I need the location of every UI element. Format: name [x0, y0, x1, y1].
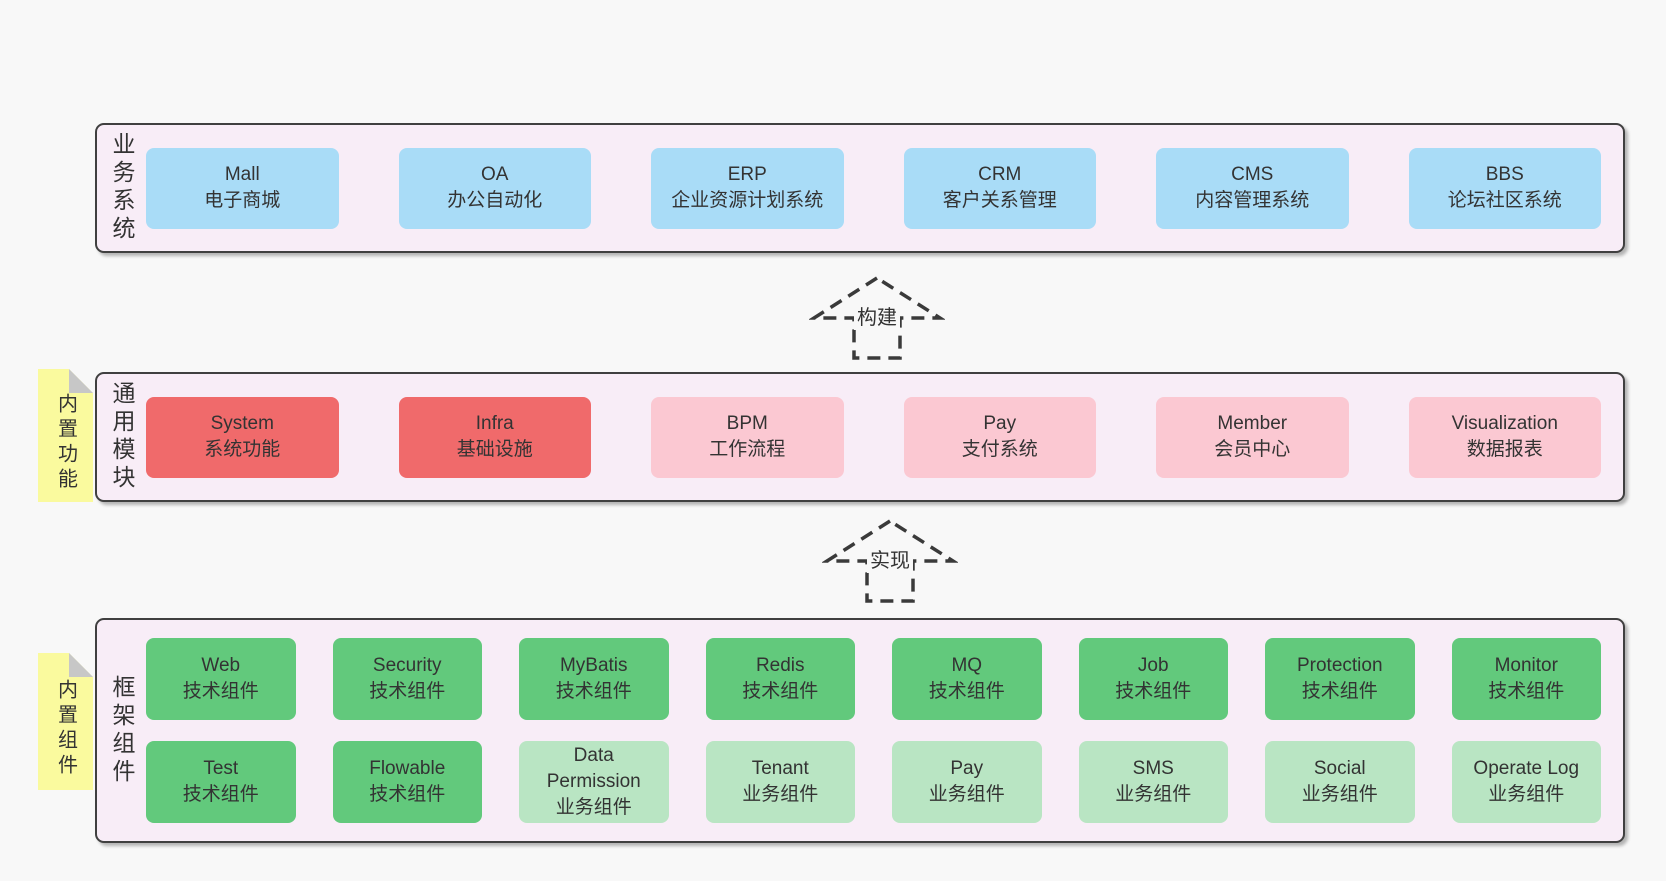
framework-row-1: Web 技术组件 Security 技术组件 MyBatis 技术组件 Redi… [146, 638, 1601, 720]
box-crm: CRM 客户关系管理 [903, 147, 1096, 229]
box-tenant: Tenant 业务组件 [705, 741, 855, 823]
layer-framework-label: 框架组件 [109, 674, 135, 787]
layer-business-label-col: 业务系统 [97, 125, 146, 251]
box-operate-log: Operate Log 业务组件 [1451, 741, 1601, 823]
layer-framework-components: 框架组件 Web 技术组件 Security 技术组件 MyBatis 技术组件… [95, 618, 1625, 843]
layer-common-modules: 通用模块 System 系统功能 Infra 基础设施 BPM 工作流程 Pay… [95, 372, 1625, 502]
layer-business-systems: 业务系统 Mall 电子商城 OA 办公自动化 ERP 企业资源计划系统 CRM… [95, 123, 1625, 253]
box-sms: SMS 业务组件 [1078, 741, 1228, 823]
box-system: System 系统功能 [146, 396, 339, 478]
box-bpm: BPM 工作流程 [651, 396, 844, 478]
layer-modules-label: 通用模块 [109, 381, 135, 493]
arrow-build: 构建 [809, 275, 945, 361]
box-infra: Infra 基础设施 [398, 396, 591, 478]
framework-row-2: Test 技术组件 Flowable 技术组件 Data Permission … [146, 741, 1601, 823]
box-mall: Mall 电子商城 [146, 147, 339, 229]
box-cms: CMS 内容管理系统 [1156, 147, 1349, 229]
box-mq: MQ 技术组件 [892, 638, 1042, 720]
box-social: Social 业务组件 [1265, 741, 1415, 823]
tab-built-in-components: 内置组件 [38, 653, 93, 790]
box-monitor: Monitor 技术组件 [1451, 638, 1601, 720]
box-flowable: Flowable 技术组件 [332, 741, 482, 823]
tab-built-in-features: 内置功能 [38, 369, 93, 502]
box-bbs: BBS 论坛社区系统 [1408, 147, 1601, 229]
box-pay-component: Pay 业务组件 [892, 741, 1042, 823]
arrow-implement-shape [822, 518, 958, 603]
box-mybatis: MyBatis 技术组件 [519, 638, 669, 720]
box-test: Test 技术组件 [146, 741, 296, 823]
layer-business-label: 业务系统 [109, 132, 135, 244]
layer-framework-label-col: 框架组件 [97, 620, 146, 841]
box-protection: Protection 技术组件 [1265, 638, 1415, 720]
business-boxes-row: Mall 电子商城 OA 办公自动化 ERP 企业资源计划系统 CRM 客户关系… [146, 125, 1623, 251]
box-pay: Pay 支付系统 [903, 396, 1096, 478]
framework-rows: Web 技术组件 Security 技术组件 MyBatis 技术组件 Redi… [146, 620, 1623, 841]
arrow-implement-label: 实现 [867, 544, 913, 573]
box-visualization: Visualization 数据报表 [1408, 396, 1601, 478]
layer-modules-label-col: 通用模块 [97, 374, 146, 500]
box-erp: ERP 企业资源计划系统 [651, 147, 844, 229]
tab-built-in-components-label: 内置组件 [54, 678, 77, 779]
box-redis: Redis 技术组件 [705, 638, 855, 720]
box-security: Security 技术组件 [332, 638, 482, 720]
box-member: Member 会员中心 [1156, 396, 1349, 478]
box-oa: OA 办公自动化 [398, 147, 591, 229]
box-web: Web 技术组件 [146, 638, 296, 720]
box-data-permission: Data Permission 业务组件 [519, 741, 669, 823]
arrow-implement: 实现 [822, 518, 958, 604]
arrow-build-label: 构建 [854, 301, 900, 330]
module-boxes-row: System 系统功能 Infra 基础设施 BPM 工作流程 Pay 支付系统… [146, 374, 1623, 500]
tab-built-in-features-label: 内置功能 [54, 392, 77, 493]
arrow-build-shape [809, 275, 945, 360]
box-job: Job 技术组件 [1078, 638, 1228, 720]
